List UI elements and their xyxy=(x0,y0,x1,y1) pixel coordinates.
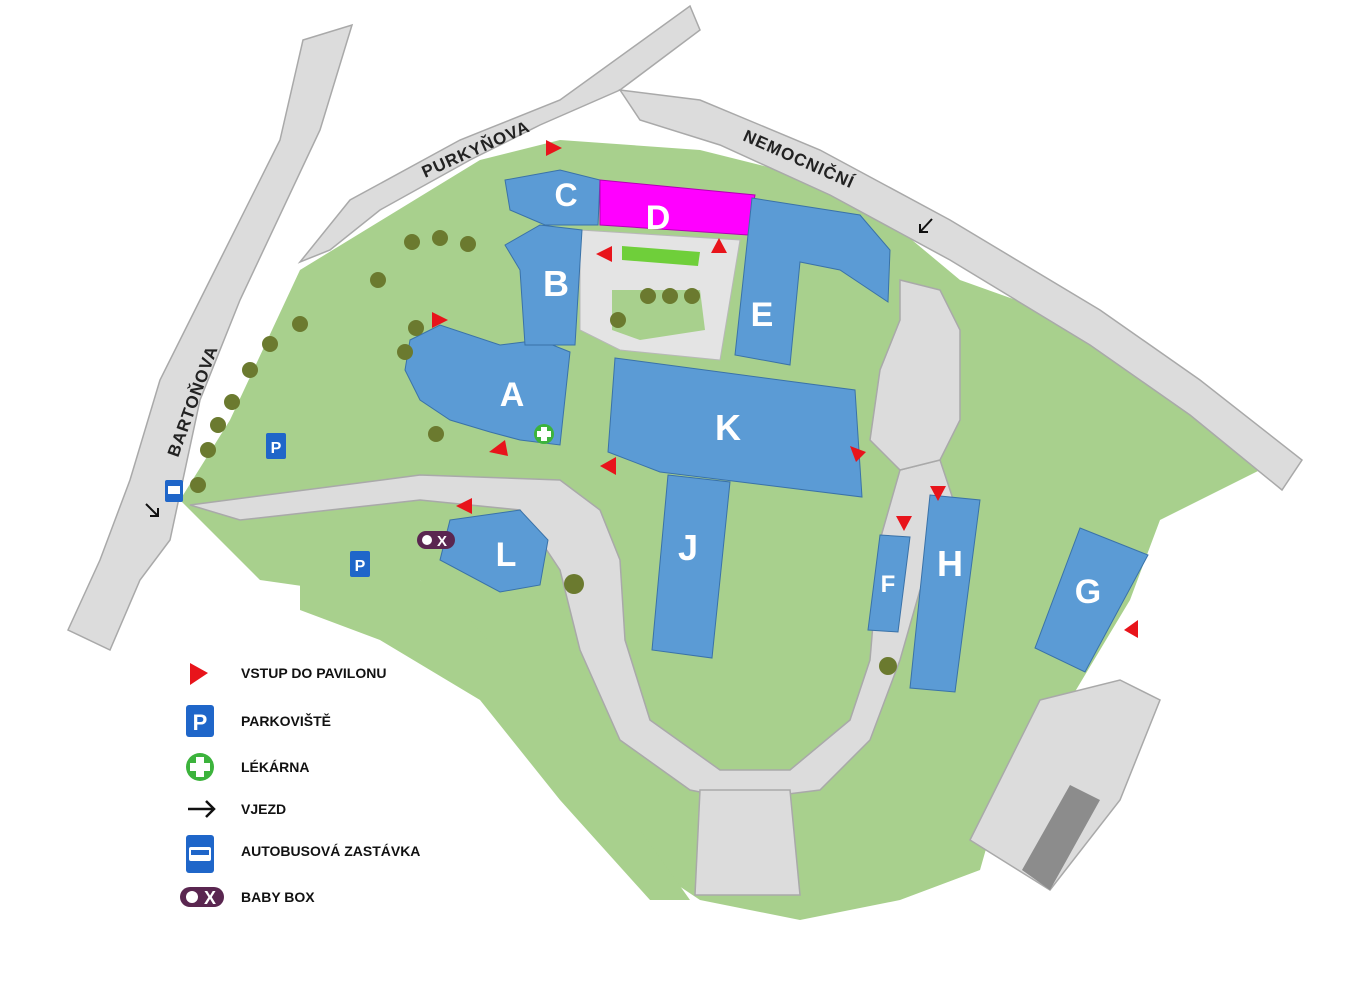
entrance-triangle-icon xyxy=(930,486,946,501)
arrow-right-icon xyxy=(188,800,216,818)
entrance-triangle-icon xyxy=(190,663,208,685)
entrance-triangle-icon xyxy=(850,446,866,462)
building-j xyxy=(651,474,731,659)
svg-text:P: P xyxy=(355,558,366,575)
legend-label-bus-stop: AUTOBUSOVÁ ZASTÁVKA xyxy=(241,843,421,859)
building-label-e: E xyxy=(751,296,774,334)
entrance-triangle-icon xyxy=(546,140,562,156)
road-south-exit xyxy=(694,789,801,896)
building-k xyxy=(607,357,863,498)
building-label-b: B xyxy=(543,263,569,304)
building-label-d: D xyxy=(646,199,671,237)
bus-stop-icon xyxy=(165,480,183,502)
streets xyxy=(67,4,1304,896)
greenhouse-strip xyxy=(622,246,700,266)
entrance-triangle-icon xyxy=(456,498,472,514)
parking-icon: P xyxy=(266,433,286,459)
street-lower-access xyxy=(189,459,961,801)
legend-label-entrance: VSTUP DO PAVILONU xyxy=(241,665,387,681)
building-label-l: L xyxy=(496,536,517,574)
street-bartonova xyxy=(67,23,354,652)
arrow-right-icon xyxy=(919,218,933,233)
entrance-triangle-icon xyxy=(600,457,616,475)
entrance-triangle-icon xyxy=(489,440,508,456)
entrance-triangle-icon xyxy=(711,238,727,253)
building-label-k: K xyxy=(715,407,741,448)
pharmacy-cross-icon xyxy=(534,424,554,444)
building-labels: A B C D E K J L F H G xyxy=(496,177,1102,611)
svg-text:P: P xyxy=(271,440,282,457)
svg-text:X: X xyxy=(437,533,447,550)
entrance-triangle-icon xyxy=(1124,620,1138,638)
service-block xyxy=(1022,785,1100,890)
building-h xyxy=(909,494,981,693)
baby-box-icon: X xyxy=(180,887,224,908)
building-label-a: A xyxy=(500,376,525,414)
svg-text:X: X xyxy=(204,888,216,908)
street-nemocnicni xyxy=(618,89,1304,492)
entrance-markers xyxy=(432,140,1138,638)
parking-icon: P xyxy=(186,705,214,737)
road-east-gray xyxy=(969,679,1161,891)
trees xyxy=(190,230,897,675)
building-label-f: F xyxy=(881,571,896,598)
entry-arrows xyxy=(145,218,933,517)
baby-box-icon: X xyxy=(417,531,455,550)
building-g xyxy=(1034,527,1149,673)
pharmacy-cross-icon xyxy=(186,753,214,781)
arrow-right-icon xyxy=(145,503,159,517)
entrance-triangle-icon xyxy=(596,246,612,262)
legend-row-pharmacy: LÉKÁRNA xyxy=(180,749,500,785)
building-label-h: H xyxy=(937,543,963,584)
building-f xyxy=(867,534,911,633)
building-l xyxy=(439,509,549,593)
svg-text:P: P xyxy=(193,710,208,735)
legend-row-baby-box: X BABY BOX xyxy=(180,879,500,915)
building-c xyxy=(504,169,601,226)
street-east-loop xyxy=(869,279,961,471)
legend-label-baby-box: BABY BOX xyxy=(241,889,315,905)
legend-row-bus-stop: AUTOBUSOVÁ ZASTÁVKA xyxy=(180,833,500,873)
legend-row-entrance: VSTUP DO PAVILONU xyxy=(180,655,500,691)
legend-row-parking: P PARKOVIŠTĚ xyxy=(180,703,500,739)
entrance-triangle-icon xyxy=(896,516,912,531)
legend-label-entry: VJEZD xyxy=(241,801,287,817)
building-e xyxy=(734,197,891,366)
building-label-j: J xyxy=(678,527,698,568)
building-label-c: C xyxy=(554,177,577,213)
building-label-g: G xyxy=(1075,573,1101,611)
inner-green xyxy=(612,290,705,340)
parking-icon: P xyxy=(350,551,370,577)
legend-label-parking: PARKOVIŠTĚ xyxy=(241,713,331,729)
bus-stop-icon xyxy=(186,835,214,873)
street-purkynova xyxy=(297,4,701,264)
building-b xyxy=(504,224,583,346)
entrance-triangle-icon xyxy=(432,312,448,328)
legend-label-pharmacy: LÉKÁRNA xyxy=(241,759,310,775)
legend-row-entry: VJEZD xyxy=(180,791,500,827)
